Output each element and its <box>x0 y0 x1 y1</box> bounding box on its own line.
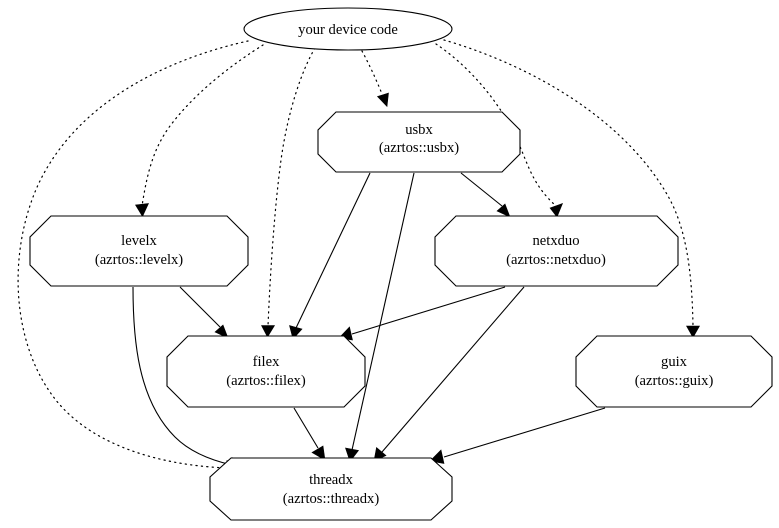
netxduo-octagon[interactable] <box>434 215 679 287</box>
edge-device-to-usbx <box>361 50 383 95</box>
edge-device-to-filex <box>267 47 316 327</box>
levelx-label: levelx <box>121 233 157 249</box>
node-usbx[interactable]: usbx (azrtos::usbx) <box>317 111 521 173</box>
device-code-label: your device code <box>298 22 398 38</box>
arrowhead-device-guix <box>685 325 701 339</box>
guix-label: guix <box>661 354 688 370</box>
threadx-label: threadx <box>309 472 353 488</box>
filex-octagon[interactable] <box>166 335 366 408</box>
edge-filex-to-threadx <box>293 407 319 449</box>
usbx-octagon[interactable] <box>317 111 521 173</box>
threadx-package-label: (azrtos::threadx) <box>283 491 380 507</box>
arrowhead-device-netxduo <box>549 202 564 218</box>
arrowhead-device-filex <box>261 325 276 338</box>
edge-group-dotted <box>17 39 701 474</box>
node-device-code[interactable]: your device code <box>243 7 453 51</box>
arrowhead-device-levelx <box>135 203 149 218</box>
arrowhead-levelx-filex <box>214 324 229 339</box>
arrowhead-device-usbx <box>376 92 389 108</box>
edge-levelx-to-filex <box>179 286 221 328</box>
levelx-octagon[interactable] <box>29 215 249 287</box>
edge-usbx-to-netxduo <box>460 172 503 207</box>
netxduo-package-label: (azrtos::netxduo) <box>506 252 606 268</box>
threadx-octagon[interactable] <box>209 457 453 521</box>
edge-netxduo-to-filex <box>351 286 506 335</box>
edge-device-to-threadx <box>17 40 249 469</box>
levelx-package-label: (azrtos::levelx) <box>95 252 183 268</box>
netxduo-label: netxduo <box>532 233 579 249</box>
edge-usbx-to-threadx <box>351 172 415 451</box>
filex-label: filex <box>253 354 280 370</box>
edge-levelx-to-threadx <box>132 286 233 466</box>
arrowhead-usbx-threadx <box>345 447 360 463</box>
edge-guix-to-threadx <box>443 407 606 458</box>
arrowhead-filex-threadx <box>311 445 326 461</box>
edge-device-to-levelx <box>141 44 264 207</box>
device-code-ellipse[interactable] <box>243 7 453 51</box>
filex-package-label: (azrtos::filex) <box>226 373 306 389</box>
usbx-label: usbx <box>405 122 433 138</box>
usbx-package-label: (azrtos::usbx) <box>379 140 459 156</box>
node-filex[interactable]: filex (azrtos::filex) <box>166 335 366 408</box>
node-netxduo[interactable]: netxduo (azrtos::netxduo) <box>434 215 679 287</box>
edge-usbx-to-filex <box>295 172 371 329</box>
node-guix[interactable]: guix (azrtos::guix) <box>575 335 773 408</box>
edge-netxduo-to-threadx <box>381 286 525 453</box>
node-levelx[interactable]: levelx (azrtos::levelx) <box>29 215 249 287</box>
edge-device-to-guix <box>443 39 694 327</box>
node-threadx[interactable]: threadx (azrtos::threadx) <box>209 457 453 521</box>
arrowhead-usbx-netxduo <box>496 203 511 218</box>
guix-package-label: (azrtos::guix) <box>635 373 714 389</box>
guix-octagon[interactable] <box>575 335 773 408</box>
